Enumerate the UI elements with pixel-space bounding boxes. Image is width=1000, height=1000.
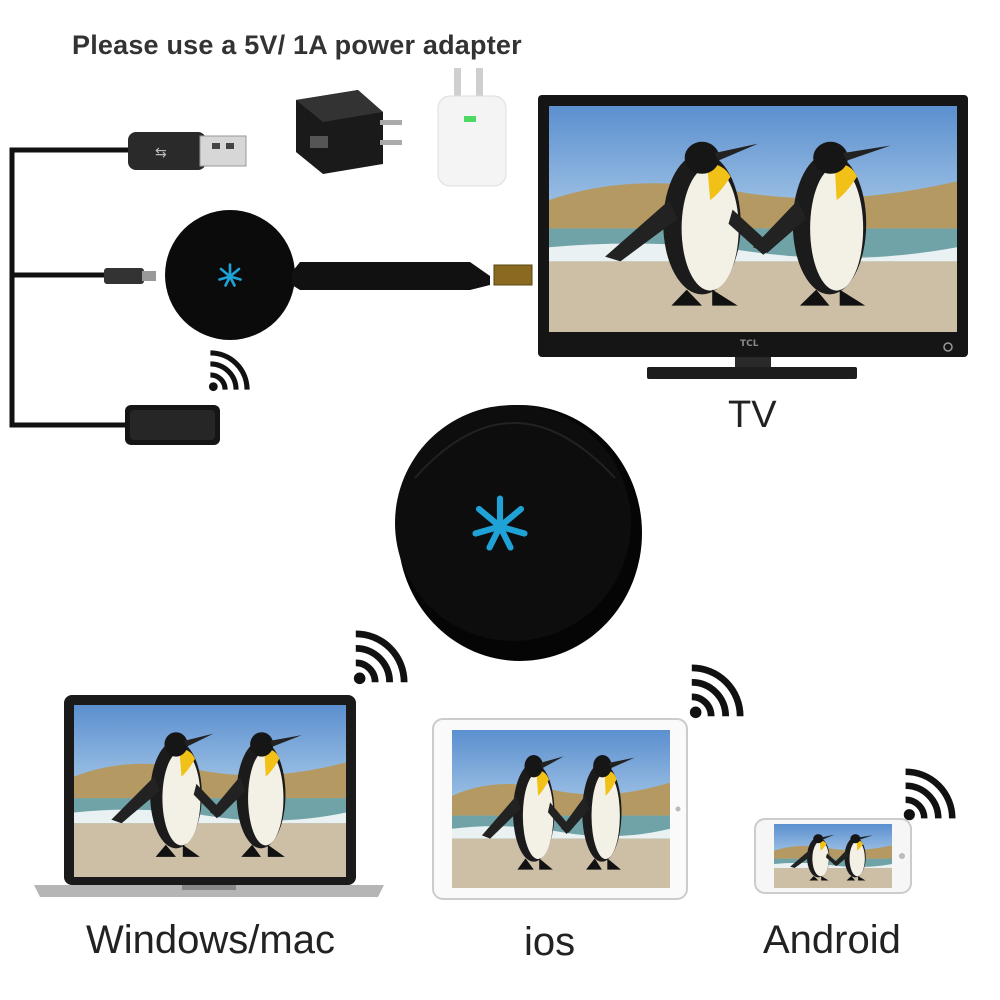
cable-assembly: ⇆ bbox=[9, 132, 533, 445]
label-android: Android bbox=[763, 918, 901, 962]
wifi-icon bbox=[209, 353, 247, 391]
black-power-adapter-icon bbox=[296, 90, 402, 174]
tv-brand: TCL bbox=[740, 339, 759, 349]
label-ios: ios bbox=[524, 920, 576, 964]
usb-plug-icon: ⇆ bbox=[128, 132, 247, 170]
tablet-device bbox=[432, 718, 688, 900]
wifi-icon-tablet bbox=[686, 664, 744, 722]
power-adapter-note: Please use a 5V/ 1A power adapter bbox=[72, 30, 522, 60]
hdmi-plug-icon bbox=[493, 264, 533, 286]
wifi-icon-phone bbox=[900, 768, 956, 824]
white-power-adapter-icon bbox=[437, 68, 507, 187]
label-windows-mac: Windows/mac bbox=[86, 918, 335, 962]
dongle-large bbox=[395, 405, 642, 661]
phone-device bbox=[754, 818, 912, 894]
laptop-device bbox=[34, 695, 384, 897]
wifi-icon-laptop bbox=[350, 630, 408, 688]
tv-label: TV bbox=[728, 394, 777, 436]
svg-text:⇆: ⇆ bbox=[155, 145, 167, 161]
tv-display: TCL bbox=[538, 95, 968, 379]
